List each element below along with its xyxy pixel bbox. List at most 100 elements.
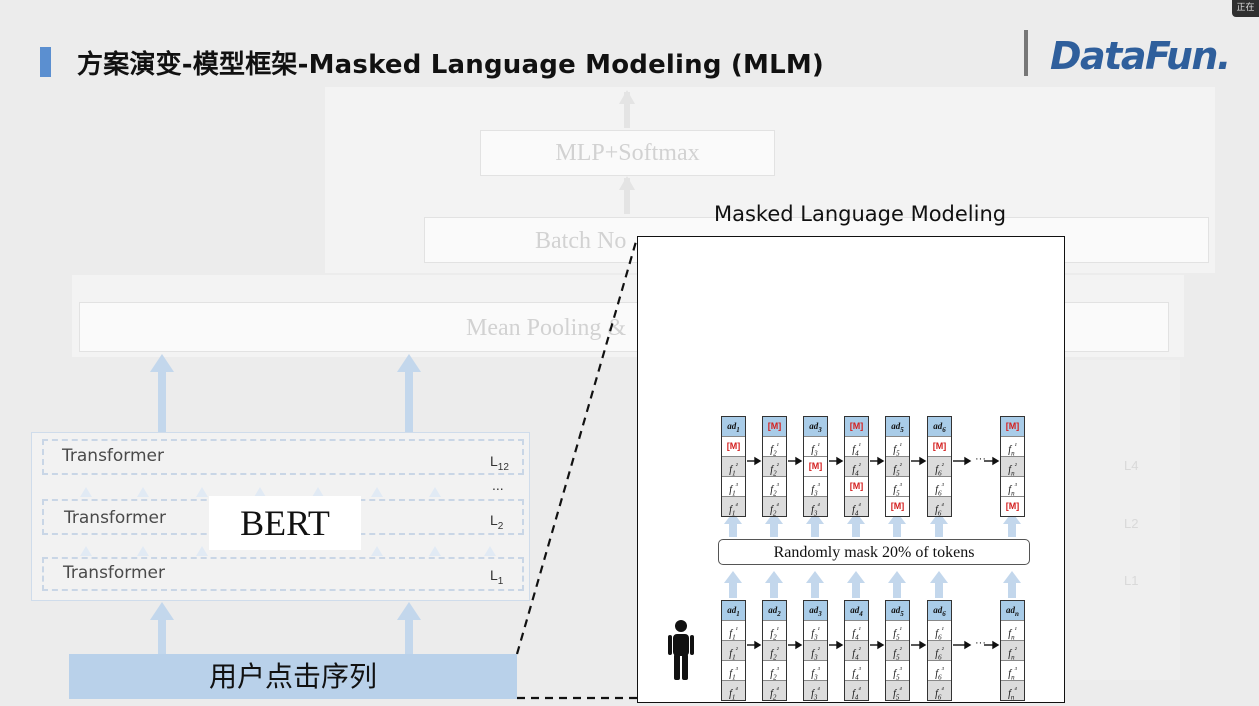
feature-token-cell: f1³ (722, 661, 745, 681)
feature-token-cell: fn² (1001, 457, 1024, 477)
ghost-layer-label: L1 (1124, 573, 1139, 588)
ad-token-cell: ad5 (886, 417, 909, 437)
mask-token-cell: [M] (928, 437, 951, 457)
feature-token-cell: f3¹ (804, 437, 827, 457)
feature-token-cell: f4¹ (845, 621, 868, 641)
flow-arrowhead (930, 512, 948, 524)
output-arrow-shaft (158, 370, 166, 432)
layer-index-label: L12 (490, 453, 509, 473)
feature-token-cell: f1³ (722, 477, 745, 497)
sequence-link-arrowhead (795, 640, 803, 650)
mask-token-cell: [M] (845, 477, 868, 497)
feature-token-cell: f3² (804, 641, 827, 661)
feature-token-cell: f2³ (763, 477, 786, 497)
flow-arrowhead (888, 512, 906, 524)
flow-arrowhead (888, 571, 906, 583)
feature-token-cell: f3³ (804, 661, 827, 681)
mask-token-cell: [M] (804, 457, 827, 477)
feature-token-cell: f5³ (886, 661, 909, 681)
ad-token-cell: ad3 (804, 601, 827, 621)
feature-token-cell: f2¹ (763, 437, 786, 457)
flow-arrow-shaft (852, 520, 860, 537)
sequence-link-arrowhead (992, 456, 1000, 466)
transformer-label: Transformer (62, 446, 165, 466)
feature-token-cell: f2² (763, 457, 786, 477)
flow-arrowhead (724, 571, 742, 583)
feature-token-cell: f3⁴ (804, 497, 827, 517)
ad-token-cell: ad1 (722, 601, 745, 621)
output-arrowhead (397, 354, 421, 372)
random-mask-caption: Randomly mask 20% of tokens (718, 539, 1030, 565)
feature-token-cell: fn⁴ (1001, 681, 1024, 701)
transformer-layer-1 (42, 557, 524, 591)
logo-divider (1024, 30, 1028, 76)
flow-arrow-shaft (770, 579, 778, 598)
flow-arrow-shaft (770, 520, 778, 537)
feature-token-cell: f1² (722, 457, 745, 477)
flow-arrowhead (1003, 512, 1021, 524)
feature-token-cell: f1¹ (722, 621, 745, 641)
input-arrow-shaft (405, 618, 413, 654)
ad-token-cell: ad5 (886, 601, 909, 621)
flow-arrowhead (806, 512, 824, 524)
sequence-ellipsis: ··· (975, 637, 986, 649)
transformer-label: Transformer (63, 563, 166, 583)
zoom-callout-line (515, 237, 639, 655)
feature-token-cell: f3³ (804, 477, 827, 497)
feature-token-cell: f6² (928, 457, 951, 477)
feature-token-cell: f2⁴ (763, 497, 786, 517)
sequence-link-arrowhead (919, 456, 927, 466)
feature-token-cell: fn³ (1001, 477, 1024, 497)
flow-arrowhead (765, 571, 783, 583)
feature-token-cell: fn¹ (1001, 437, 1024, 457)
layer-ellipsis: ... (492, 477, 504, 493)
flow-arrow-shaft (811, 579, 819, 598)
title-accent-bar (40, 47, 51, 77)
transformer-label: Transformer (64, 508, 167, 528)
output-arrowhead (150, 354, 174, 372)
mask-token-cell: [M] (1005, 501, 1020, 511)
faded-right-panel (1070, 360, 1180, 680)
faded-arrowhead (619, 90, 635, 104)
sequence-link-arrowhead (992, 640, 1000, 650)
feature-token-cell: f6² (928, 641, 951, 661)
ad-token-cell: ad6 (928, 601, 951, 621)
flow-arrow-shaft (935, 520, 943, 537)
feature-token-cell: f5¹ (886, 621, 909, 641)
feature-token-cell: f5² (886, 457, 909, 477)
flow-arrowhead (1003, 571, 1021, 583)
input-arrow-shaft (158, 618, 166, 654)
page-title: 方案演变-模型框架-Masked Language Modeling (MLM) (77, 50, 825, 80)
feature-token-cell: f4⁴ (845, 497, 868, 517)
feature-token-cell: f4² (845, 641, 868, 661)
mask-token-cell: [M] (763, 417, 786, 437)
flow-arrow-shaft (1008, 579, 1016, 598)
flow-arrow-shaft (729, 579, 737, 598)
feature-token-cell: f4² (845, 457, 868, 477)
flow-arrow-shaft (935, 579, 943, 598)
ad-token-cell: ad4 (845, 601, 868, 621)
mask-token-cell: [M] (845, 417, 868, 437)
flow-arrow-shaft (893, 579, 901, 598)
layer-index-label: L1 (490, 567, 504, 587)
feature-token-cell: f3¹ (804, 621, 827, 641)
feature-token-cell: f1² (722, 641, 745, 661)
flow-arrow-shaft (811, 520, 819, 537)
mask-token-cell: [M] (1001, 417, 1024, 437)
datafun-logo: DataFun. (1050, 34, 1231, 78)
sequence-link-arrowhead (836, 640, 844, 650)
ad-token-cell: ad2 (763, 601, 786, 621)
feature-token-cell: f5⁴ (886, 681, 909, 701)
feature-token-cell: fn² (1001, 641, 1024, 661)
sequence-link-arrowhead (836, 456, 844, 466)
ad-token-cell: ad3 (804, 417, 827, 437)
flow-arrow-shaft (1008, 520, 1016, 537)
